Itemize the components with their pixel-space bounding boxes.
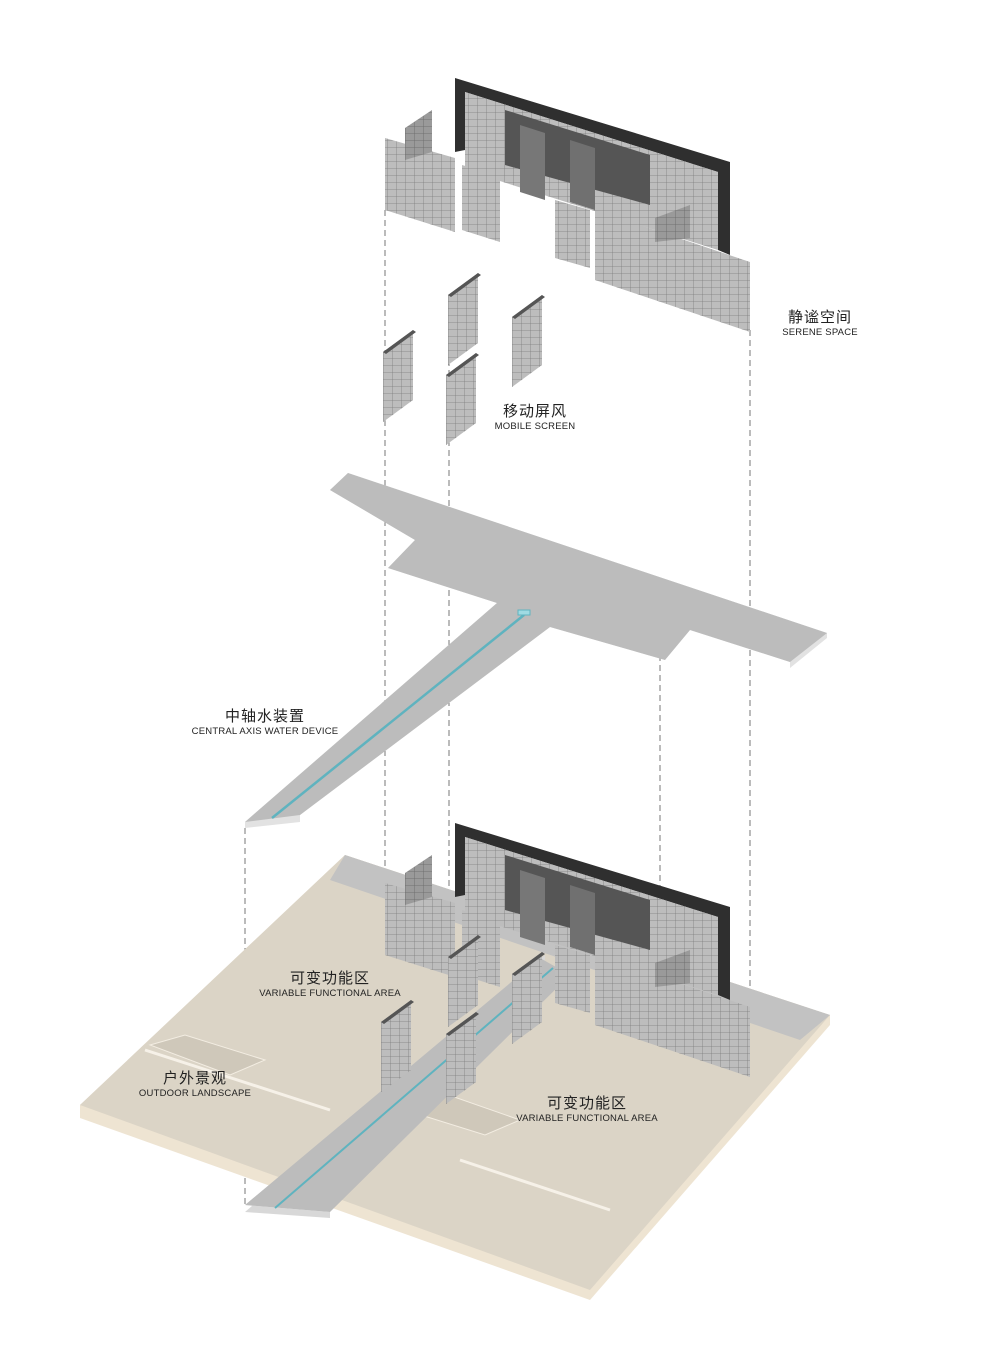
label-cn: 可变功能区 [289, 969, 370, 987]
label-serene-space: 静谧空间 SERENE SPACE [765, 306, 875, 338]
water-source [517, 609, 531, 616]
label-cn: 移动屏风 [502, 402, 567, 420]
label-en: VARIABLE FUNCTIONAL AREA [259, 988, 401, 999]
central-axis-floor [245, 473, 827, 828]
label-cn: 可变功能区 [546, 1094, 627, 1112]
label-cn: 静谧空间 [787, 308, 852, 326]
label-mobile-screen: 移动屏风 MOBILE SCREEN [480, 400, 590, 432]
label-variable-area-left: 可变功能区 VARIABLE FUNCTIONAL AREA [245, 967, 415, 999]
label-cn: 户外景观 [162, 1069, 227, 1087]
label-variable-area-right: 可变功能区 VARIABLE FUNCTIONAL AREA [502, 1092, 672, 1124]
label-cn: 中轴水装置 [224, 707, 305, 725]
label-en: MOBILE SCREEN [494, 421, 576, 432]
mobile-screen [446, 353, 479, 445]
water-channel [271, 614, 525, 819]
label-en: VARIABLE FUNCTIONAL AREA [516, 1113, 658, 1124]
label-en: OUTDOOR LANDSCAPE [138, 1088, 252, 1099]
label-en: CENTRAL AXIS WATER DEVICE [191, 726, 339, 737]
mobile-screen [512, 295, 545, 387]
serene-space-block [385, 78, 750, 332]
label-outdoor-landscape: 户外景观 OUTDOOR LANDSCAPE [125, 1067, 265, 1099]
label-central-axis: 中轴水装置 CENTRAL AXIS WATER DEVICE [180, 705, 350, 737]
label-en: SERENE SPACE [782, 327, 858, 338]
mobile-screen [448, 273, 481, 365]
mobile-screen [383, 330, 416, 422]
